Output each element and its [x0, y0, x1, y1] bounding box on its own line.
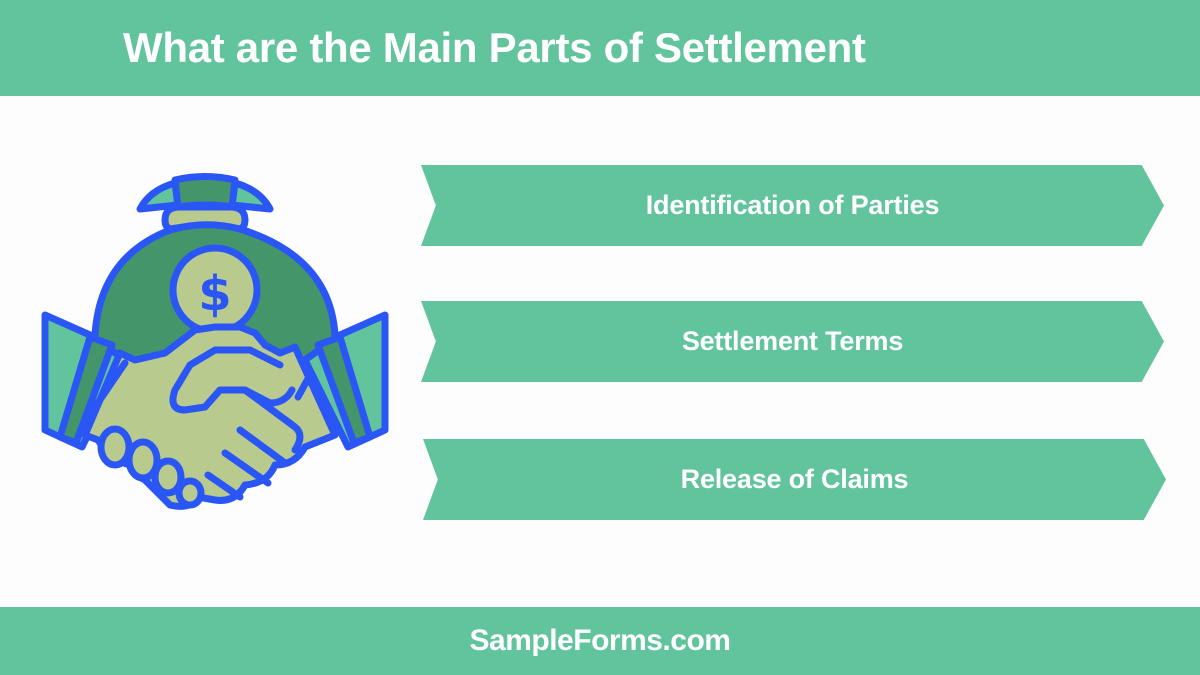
brand-name: SampleForms.com — [469, 624, 731, 657]
part-label: Release of Claims — [680, 464, 909, 494]
dollar-sign-icon: $ — [198, 266, 231, 322]
footer-banner: SampleForms.com — [0, 607, 1200, 675]
handshake-money-bag-icon: $ — [40, 165, 390, 515]
part-label: Identification of Parties — [645, 190, 940, 220]
part-ribbon-settlement-terms: Settlement Terms — [421, 301, 1164, 382]
title-banner: What are the Main Parts of Settlement — [0, 0, 1200, 96]
part-label: Settlement Terms — [681, 326, 904, 356]
page-title: What are the Main Parts of Settlement — [123, 24, 866, 71]
part-ribbon-identification-of-parties: Identification of Parties — [421, 165, 1164, 246]
part-ribbon-release-of-claims: Release of Claims — [423, 439, 1166, 520]
